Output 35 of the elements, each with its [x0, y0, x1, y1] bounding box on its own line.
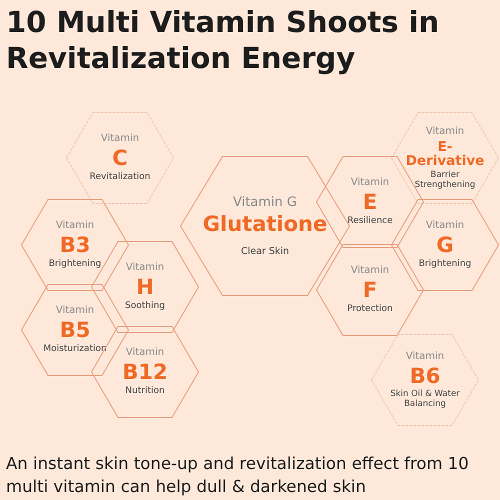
vitamin-name: Glutatione — [202, 212, 328, 235]
benefit-text: Soothing — [125, 301, 165, 312]
vitamin-name: E-Derivative — [406, 140, 484, 168]
vitamin-label: Vitamin — [350, 265, 390, 276]
vitamin-name: B3 — [60, 234, 90, 256]
vitamin-label: Vitamin — [56, 305, 94, 316]
vitamin-name: B6 — [410, 364, 440, 387]
benefit-text: Nutrition — [125, 386, 165, 397]
benefit-text: Moisturization — [43, 344, 107, 355]
vitamin-name: G — [436, 234, 454, 256]
vitamin-label: Vitamin — [350, 177, 390, 188]
vitamin-name: C — [112, 147, 128, 170]
vitamin-name: B5 — [60, 319, 90, 342]
title: 10 Multi Vitamin Shoots in Revitalization Energy — [6, 4, 440, 76]
vitamin-name: H — [136, 276, 154, 298]
benefit-text: Revitalization — [90, 172, 150, 183]
vitamin-name: F — [362, 279, 378, 302]
vitamin-label: Vitamin — [426, 126, 464, 137]
benefit-text: Barrier Strengthening — [414, 170, 476, 190]
caption: An instant skin tone-up and revitalization effect from 10 multi vitamin can help dull & darkened skin — [6, 453, 470, 498]
vitamin-label: Vitamin — [126, 262, 164, 274]
vitamin-name: B12 — [122, 361, 168, 384]
benefit-text: Brightening — [418, 259, 472, 270]
vitamin-label: Vitamin — [406, 350, 444, 362]
vitamin-label: Vitamin — [426, 220, 464, 232]
benefit-text: Clear Skin — [240, 246, 290, 258]
benefit-text: Resilience — [347, 216, 393, 227]
vitamin-label: Vitamin — [100, 133, 140, 144]
benefit-text: Skin Oil & Water Balancing — [389, 390, 461, 410]
vitamin-label: Vitamin G — [232, 194, 297, 210]
vitamin-name: E — [362, 191, 378, 214]
vitamin-label: Vitamin — [56, 220, 94, 232]
vitamin-label: Vitamin — [126, 347, 164, 358]
benefit-text: Protection — [347, 304, 393, 315]
benefit-text: Brightening — [48, 259, 102, 270]
